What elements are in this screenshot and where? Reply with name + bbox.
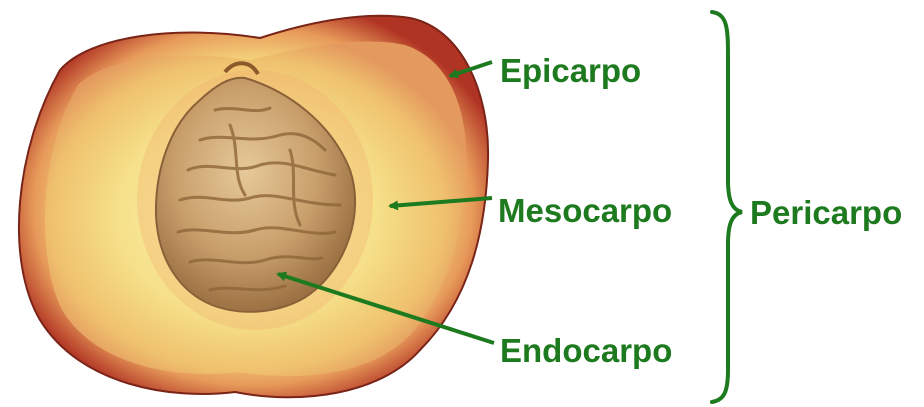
pericarpo-label: Pericarpo: [750, 194, 902, 231]
epicarpo-label: Epicarpo: [500, 52, 641, 89]
endocarpo-label: Endocarpo: [500, 332, 672, 369]
mesocarpo-label: Mesocarpo: [498, 192, 672, 229]
pericarpo-brace: [712, 12, 742, 402]
